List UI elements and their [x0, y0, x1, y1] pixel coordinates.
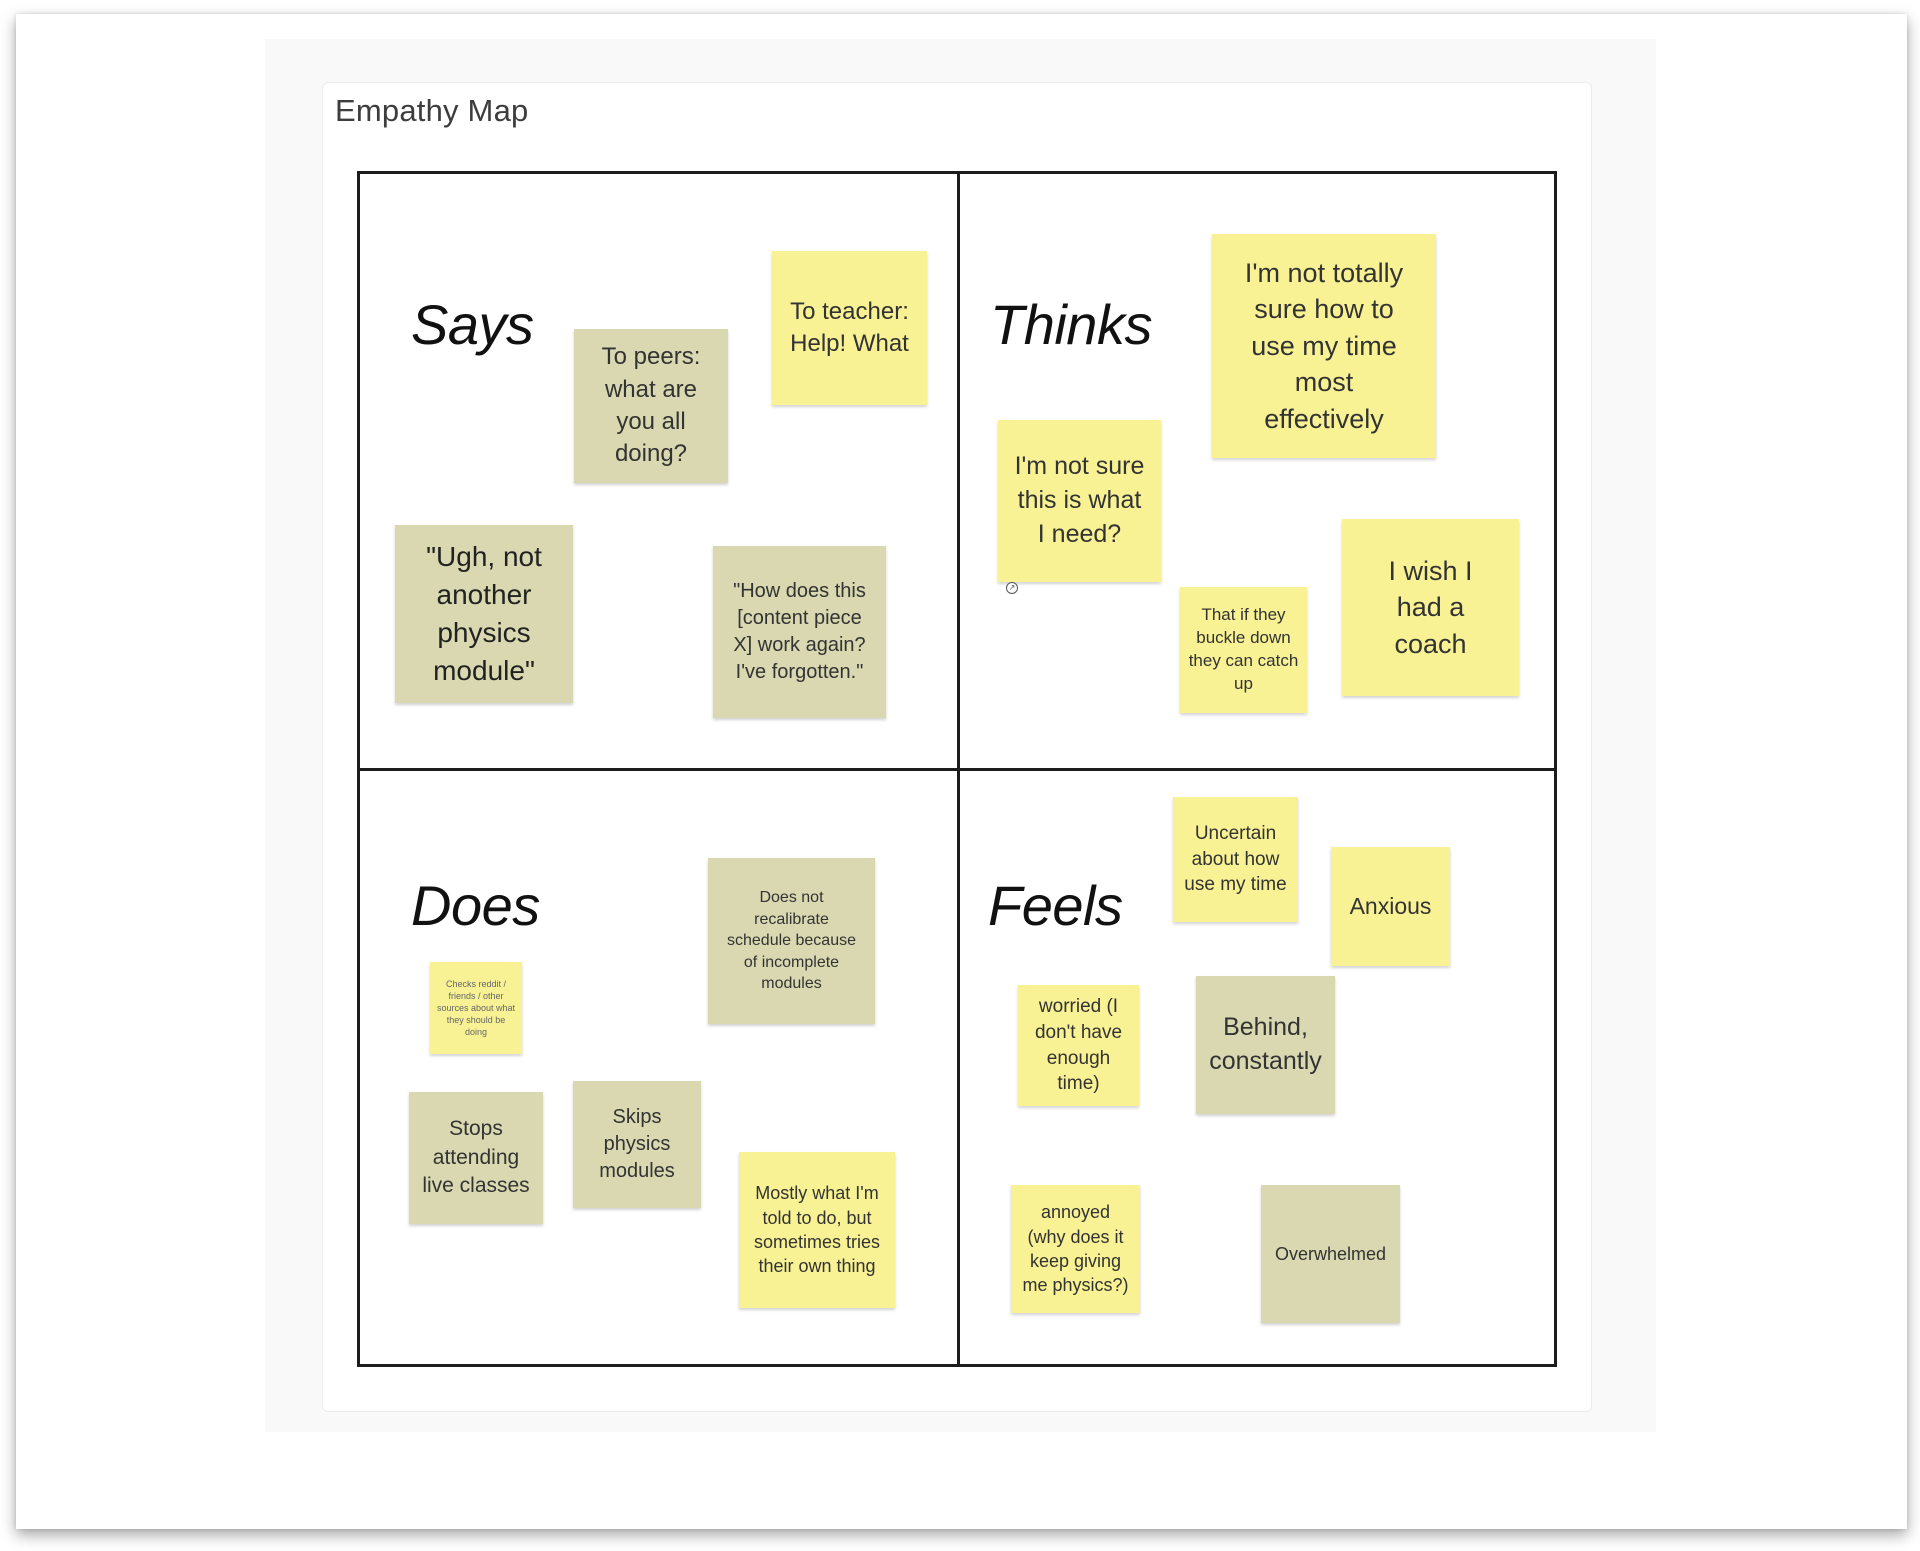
frame-title[interactable]: Empathy Map — [335, 93, 529, 128]
sticky-note-thinks-time[interactable]: I'm not totally sure how to use my time … — [1212, 234, 1436, 458]
sticky-note-feels-anxious[interactable]: Anxious — [1331, 847, 1450, 966]
sticky-note-says-teacher[interactable]: To teacher: Help! What — [772, 251, 927, 405]
sticky-note-thinks-catch-up[interactable]: That if they buckle down they can catch … — [1180, 587, 1307, 713]
grid-horizontal-divider — [357, 768, 1557, 771]
sticky-note-does-stops-attending[interactable]: Stops attending live classes — [409, 1092, 543, 1224]
sticky-note-feels-worried[interactable]: worried (I don't have enough time) — [1018, 985, 1139, 1106]
quadrant-label-feels[interactable]: Feels — [988, 874, 1123, 937]
sticky-note-feels-uncertain[interactable]: Uncertain about how use my time — [1173, 797, 1298, 922]
quadrant-label-does[interactable]: Does — [411, 874, 540, 937]
sticky-note-does-told[interactable]: Mostly what I'm told to do, but sometime… — [739, 1152, 895, 1308]
sticky-note-does-skips[interactable]: Skips physics modules — [573, 1081, 701, 1208]
sticky-note-does-recalibrate[interactable]: Does not recalibrate schedule because of… — [708, 858, 875, 1024]
link-icon[interactable]: ↗ — [1006, 582, 1018, 594]
sticky-note-says-ugh[interactable]: "Ugh, not another physics module" — [395, 525, 573, 703]
sticky-note-feels-overwhelmed[interactable]: Overwhelmed — [1261, 1185, 1400, 1323]
sticky-note-thinks-need[interactable]: I'm not sure this is what I need? — [998, 420, 1161, 582]
quadrant-label-thinks[interactable]: Thinks — [990, 293, 1152, 356]
sticky-note-feels-annoyed[interactable]: annoyed (why does it keep giving me phys… — [1011, 1185, 1140, 1313]
sticky-note-thinks-coach[interactable]: I wish I had a coach — [1342, 519, 1519, 696]
sticky-note-says-how-does[interactable]: "How does this [content piece X] work ag… — [713, 546, 886, 718]
quadrant-label-says[interactable]: Says — [411, 293, 534, 356]
sticky-note-says-peers[interactable]: To peers: what are you all doing? — [574, 329, 728, 483]
sticky-note-feels-behind[interactable]: Behind, constantly — [1196, 976, 1335, 1114]
sticky-note-does-reddit[interactable]: Checks reddit / friends / other sources … — [430, 962, 522, 1054]
